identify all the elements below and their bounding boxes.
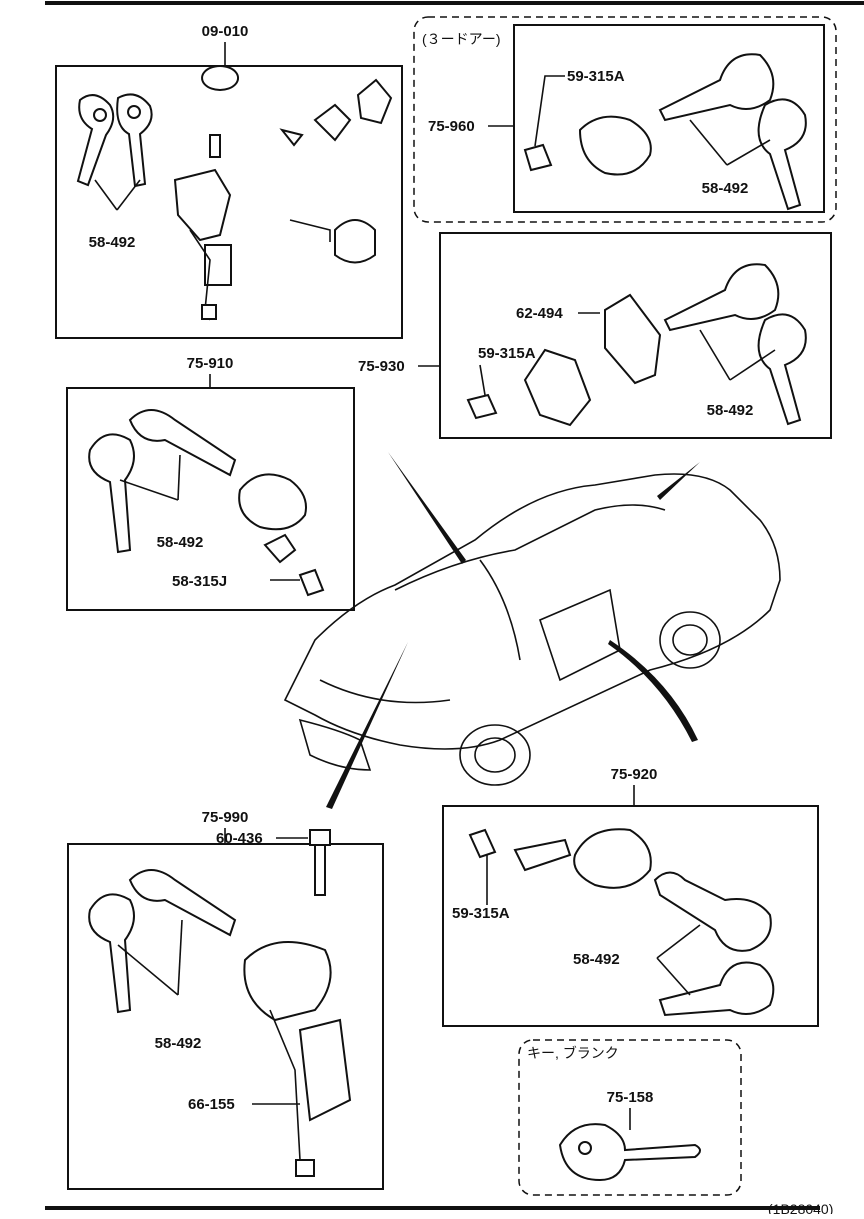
group-label-75-920: 75-920 — [611, 766, 658, 783]
gasket-icon — [604, 293, 662, 385]
clip-icon — [298, 568, 325, 597]
blank-key-icon — [558, 1123, 701, 1182]
group-frame-75-960 — [513, 24, 825, 213]
screw-callout-75-960: 59-315A — [567, 68, 625, 85]
group-label-09-010: 09-010 — [202, 23, 249, 40]
screw-icon — [466, 393, 498, 420]
group-frame-09-010 — [55, 65, 403, 339]
pointer-wedge — [657, 462, 700, 500]
blank-key-note: キー, ブランク — [527, 1045, 619, 1061]
bracket-icon — [263, 533, 297, 564]
clip-callout-75-910: 58-315J — [172, 573, 227, 590]
key-pair-icon — [653, 871, 775, 1017]
blank-key-callout: 75-158 — [607, 1089, 654, 1106]
group-blank-key: キー, ブランク 75-158 — [518, 1039, 742, 1196]
key-callout-75-990: 58-492 — [155, 1035, 202, 1052]
group-label-75-910: 75-910 — [187, 355, 234, 372]
key-callout-75-910: 58-492 — [157, 534, 204, 551]
group-dashed-frame-75-960 — [413, 16, 837, 223]
group-75-960: (３ードアー) 75-960 59-315A 58-492 — [413, 16, 837, 223]
group-75-990: 75-990 60-436 58-492 66-155 — [67, 809, 384, 1190]
screw-callout-75-920: 59-315A — [452, 905, 510, 922]
footer-code: (1B28040) — [768, 1201, 833, 1214]
group-dashed-frame-blank-key — [518, 1039, 742, 1196]
key-pair-icon — [88, 869, 237, 1014]
key-callout-75-960: 58-492 — [702, 180, 749, 197]
ignition-switch-icon — [243, 941, 352, 1177]
pointer-wedge — [326, 642, 408, 809]
group-label-75-960: 75-960 — [428, 118, 475, 135]
key-pair-icon — [76, 93, 153, 188]
key-pair-icon — [658, 53, 807, 211]
key-pair-icon — [663, 263, 807, 426]
group-note-75-960: (３ードアー) — [422, 31, 500, 47]
group-frame-75-930 — [439, 232, 832, 439]
group-75-930: 75-930 62-494 59-315A 58-492 — [358, 232, 832, 439]
bolt-icon — [309, 829, 331, 896]
key-callout-75-920: 58-492 — [573, 951, 620, 968]
pointer-wedge — [388, 452, 466, 564]
key-callout-75-930: 58-492 — [707, 402, 754, 419]
group-75-920: 75-920 59-315A 58-492 — [442, 766, 819, 1027]
lock-cylinder-icon — [238, 473, 307, 531]
bolt-callout-75-990: 60-436 — [216, 830, 263, 847]
screw-icon — [523, 143, 553, 172]
group-label-75-990: 75-990 — [202, 809, 249, 826]
group-75-910: 75-910 58-492 58-315J — [66, 355, 355, 611]
key-pair-icon — [88, 409, 237, 554]
key-callout-09-010: 58-492 — [89, 234, 136, 251]
group-label-75-930: 75-930 — [358, 358, 405, 375]
group-frame-75-910 — [66, 387, 355, 611]
pointer-wedge — [608, 640, 698, 742]
lock-cylinder-icon — [523, 348, 592, 427]
screw-icon — [468, 828, 497, 859]
group-frame-75-920 — [442, 805, 819, 1027]
lock-cylinder-icon — [578, 115, 652, 176]
lock-cylinder-icon — [573, 828, 652, 889]
switch-callout-75-990: 66-155 — [188, 1096, 235, 1113]
screw-callout-75-930: 59-315A — [478, 345, 536, 362]
ignition-switch-icon — [173, 65, 393, 321]
gasket-callout-75-930: 62-494 — [516, 305, 563, 322]
group-09-010: 09-010 58-492 — [55, 23, 403, 339]
car-illustration — [283, 452, 781, 809]
group-frame-75-990 — [67, 843, 384, 1190]
bracket-icon — [513, 838, 572, 872]
